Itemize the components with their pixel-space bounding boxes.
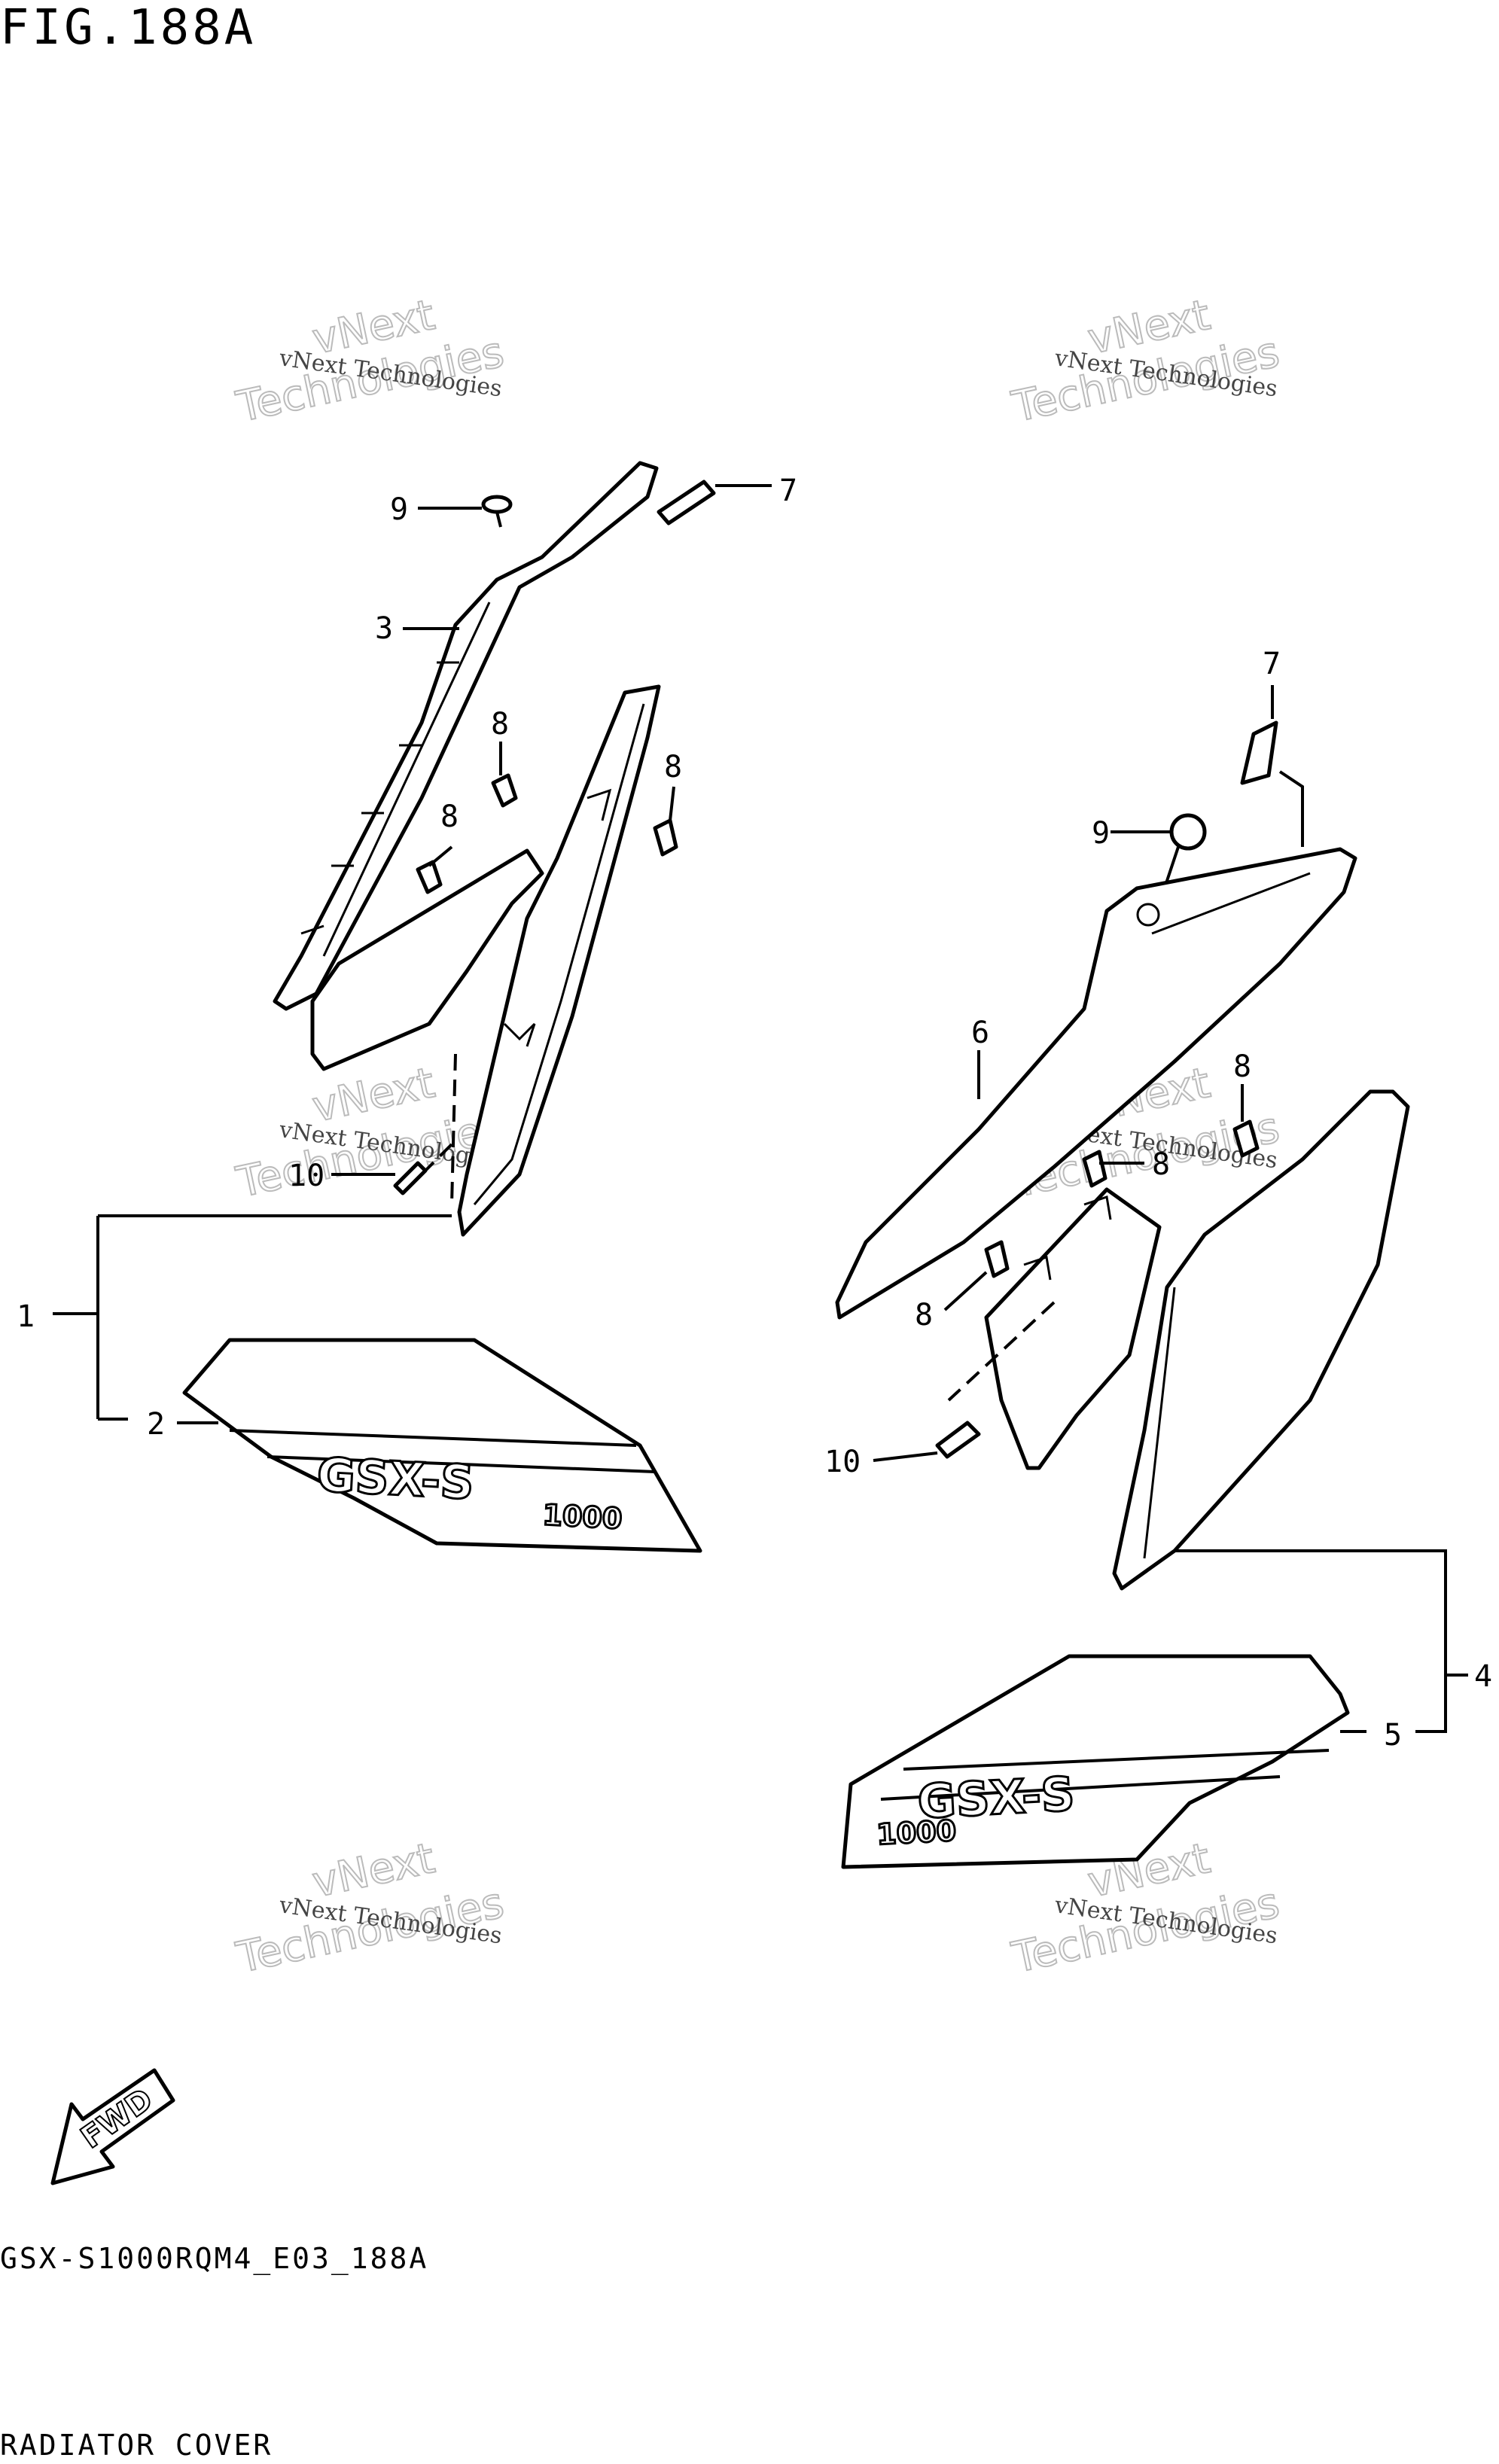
part-8-clip-right-b: [1082, 1150, 1107, 1188]
part-4-outer-panel: [1112, 1089, 1410, 1591]
svg-text:1000: 1000: [876, 1814, 957, 1851]
watermark-top-right: vNext Technologies vNext Technologies: [1007, 290, 1284, 433]
callout-8-left-c: 8: [664, 750, 682, 784]
svg-text:GSX-S: GSX-S: [315, 1447, 475, 1510]
callout-10-left: 10: [288, 1159, 324, 1193]
callout-8-right-c: 8: [915, 1298, 933, 1333]
part-9-screw-right: [1158, 813, 1207, 904]
part-4-inner-panel: [984, 1187, 1162, 1470]
svg-text:1000: 1000: [542, 1498, 623, 1535]
part-5-decal-right: GSX-S 1000: [841, 1654, 1350, 1869]
part-8-clip-right-c: [984, 1240, 1010, 1278]
callout-7-left: 7: [779, 474, 797, 508]
callout-6: 6: [971, 1016, 989, 1050]
bracket-4: [1175, 1549, 1468, 1733]
callout-2: 2: [147, 1407, 165, 1442]
svg-text:GSX-S: GSX-S: [916, 1766, 1076, 1829]
footer-figure-code: GSX-S1000RQM4_E03_188A: [0, 2242, 429, 2275]
part-1-inner-panel: [310, 848, 544, 1071]
part-9-screw-left: [481, 495, 513, 528]
figure-title: FIG.188A: [0, 0, 257, 56]
bracket-1: [53, 1214, 452, 1421]
part-3-upper-trim: [273, 461, 659, 1011]
svg-text:FWD: FWD: [75, 2082, 159, 2155]
watermark-bottom-left: vNext Technologies vNext Technologies: [231, 1833, 508, 1984]
callout-9-left: 9: [390, 492, 408, 527]
part-7-right: [1240, 720, 1278, 785]
callout-5: 5: [1384, 1718, 1402, 1753]
part-8-clip-left-a: [491, 773, 518, 808]
part-10-tape-right: [935, 1421, 981, 1459]
part-8-clip-right-a: [1232, 1119, 1260, 1158]
part-2-decal-left: GSX-S 1000: [182, 1338, 702, 1553]
part-8-clip-left-c: [653, 818, 678, 857]
part-7-left: [657, 480, 716, 525]
callout-1: 1: [17, 1299, 35, 1334]
callout-7-right: 7: [1263, 647, 1281, 681]
part-1-outer-panel: [457, 684, 661, 1237]
part-6-panel: [835, 847, 1357, 1320]
callout-4: 4: [1474, 1659, 1492, 1694]
footer-figure-name: RADIATOR COVER: [0, 2429, 273, 2462]
watermark-top-left: vNext Technologies vNext Technologies: [231, 290, 508, 433]
fwd-arrow-icon: FWD: [50, 2068, 175, 2185]
callout-8-left-a: 8: [491, 707, 509, 742]
callout-9-right: 9: [1092, 816, 1110, 851]
callout-8-right-a: 8: [1233, 1049, 1251, 1084]
callout-8-left-b: 8: [440, 800, 459, 834]
part-8-clip-left-b: [416, 860, 443, 894]
callout-3: 3: [375, 611, 393, 646]
callout-10-right: 10: [824, 1445, 861, 1479]
callout-8-right-b: 8: [1152, 1147, 1170, 1182]
